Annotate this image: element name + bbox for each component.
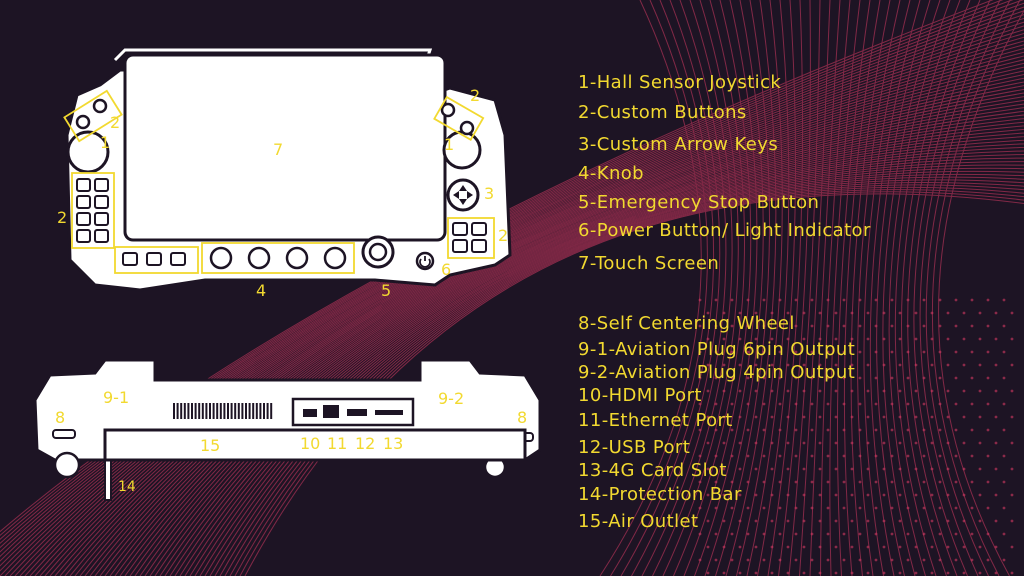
callout-buttons-right-top: 2 xyxy=(470,86,481,105)
legend-item-8: 8-Self Centering Wheel xyxy=(578,313,795,334)
callout-buttons-right-side: 2 xyxy=(498,226,509,245)
left-custom-buttons xyxy=(76,178,109,243)
callout-card-slot: 13 xyxy=(383,434,404,453)
left-top-button-icon xyxy=(92,98,108,114)
left-top-button-icon xyxy=(75,114,91,130)
callout-air-outlet: 15 xyxy=(200,436,221,455)
legend-item-4: 4-Knob xyxy=(578,163,644,184)
legend-item-12: 12-USB Port xyxy=(578,437,691,458)
callout-joystick-right: 1 xyxy=(444,135,455,154)
legend-item-3: 3-Custom Arrow Keys xyxy=(578,134,779,155)
callout-power-button: 6 xyxy=(441,260,452,279)
callout-screen: 7 xyxy=(273,140,284,159)
air-outlet-icon xyxy=(173,403,273,419)
bottom-custom-buttons xyxy=(122,252,186,266)
legend-item-6: 6-Power Button/ Light Indicator xyxy=(578,220,871,241)
legend-item-13: 13-4G Card Slot xyxy=(578,460,727,481)
device-top-view xyxy=(63,48,512,292)
callout-plug-right: 9-2 xyxy=(438,389,465,408)
callout-knob: 4 xyxy=(256,281,267,300)
legend-item-15: 15-Air Outlet xyxy=(578,511,699,532)
hdmi-port-icon xyxy=(303,409,317,417)
callout-protection-bar: 14 xyxy=(118,479,136,495)
callout-arrow-keys: 3 xyxy=(484,184,495,203)
legend-item-9-1: 9-1-Aviation Plug 6pin Output xyxy=(578,339,856,360)
ethernet-port-icon xyxy=(323,405,339,418)
callout-wheel-left: 8 xyxy=(55,408,66,427)
callout-buttons-left-side: 2 xyxy=(57,208,68,227)
knob-row xyxy=(209,246,347,270)
right-top-button-icon xyxy=(440,102,456,118)
legend-item-9-2: 9-2-Aviation Plug 4pin Output xyxy=(578,362,856,383)
callout-wheel-right: 8 xyxy=(517,408,528,427)
legend: 1-Hall Sensor Joystick 2-Custom Buttons … xyxy=(578,0,1018,576)
legend-item-14: 14-Protection Bar xyxy=(578,484,742,505)
callout-emergency-stop: 5 xyxy=(381,281,392,300)
callout-hdmi: 10 xyxy=(300,434,321,453)
left-joystick-icon xyxy=(66,130,110,174)
device-bottom-view xyxy=(33,358,542,501)
callout-buttons-left-top: 2 xyxy=(110,113,121,132)
left-wheel-icon xyxy=(52,429,76,439)
callout-plug-left: 9-1 xyxy=(103,388,130,407)
callout-usb: 12 xyxy=(355,434,376,453)
callout-joystick-left: 1 xyxy=(100,133,111,152)
callout-ethernet: 11 xyxy=(327,434,348,453)
legend-item-1: 1-Hall Sensor Joystick xyxy=(578,72,782,93)
legend-item-10: 10-HDMI Port xyxy=(578,385,702,406)
emergency-stop-icon xyxy=(361,235,395,269)
left-plug-icon xyxy=(53,451,81,479)
card-slot-icon xyxy=(375,410,403,415)
right-custom-buttons xyxy=(452,222,487,253)
legend-item-5: 5-Emergency Stop Button xyxy=(578,192,820,213)
usb-port-icon xyxy=(347,409,367,416)
legend-item-2: 2-Custom Buttons xyxy=(578,102,747,123)
legend-item-7: 7-Touch Screen xyxy=(578,253,720,274)
touch-screen xyxy=(123,53,447,242)
right-top-button-icon xyxy=(459,120,475,136)
legend-item-11: 11-Ethernet Port xyxy=(578,410,733,431)
arrow-keys-dpad-icon xyxy=(446,178,480,212)
